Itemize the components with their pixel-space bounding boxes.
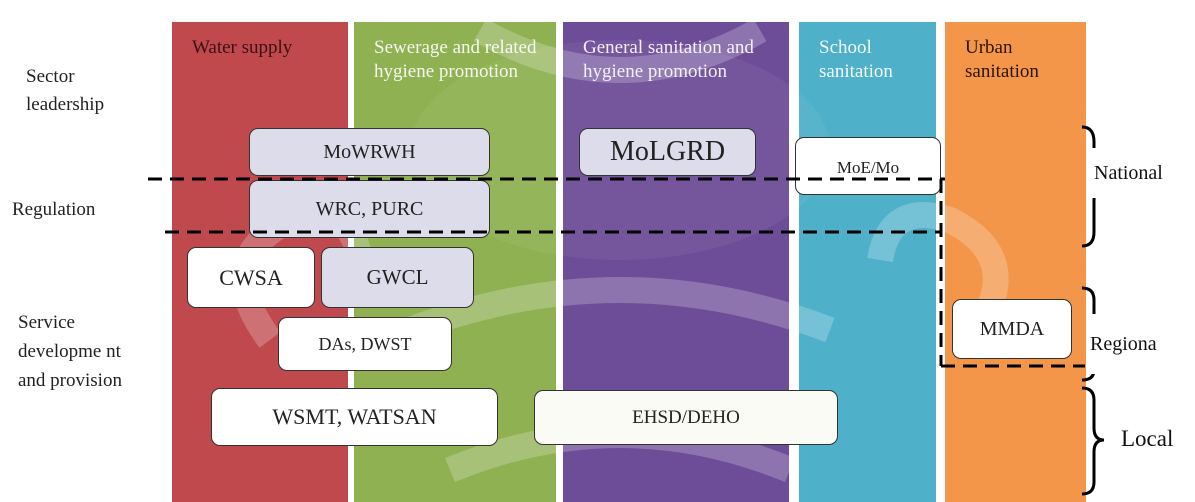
column-title-urban-sanitation: Urban sanitation — [965, 37, 1039, 82]
column-title-sewerage: Sewerage and related hygiene promotion — [374, 37, 537, 82]
box-das-dwst: DAs, DWST — [278, 317, 452, 371]
box-moe: MoE/Mo — [795, 137, 941, 195]
box-mmda: MMDA — [952, 299, 1072, 359]
box-wrc-purc: WRC, PURC — [249, 180, 490, 238]
box-molgrd: MoLGRD — [579, 128, 756, 176]
box-gwcl: GWCL — [321, 247, 474, 308]
column-urban-sanitation: Urban sanitation — [945, 22, 1086, 502]
row-label-regulation: Regulation — [12, 199, 96, 220]
row-label-service-provision: Service developme nt and provision — [18, 312, 122, 391]
column-title-general-sanitation: General sanitation and hygiene promotion — [583, 37, 754, 82]
column-title-school-sanitation: School sanitation — [819, 37, 893, 82]
level-label-regional: Regiona — [1090, 314, 1195, 374]
column-title-water-supply: Water supply — [192, 37, 293, 58]
box-mowrwh: MoWRWH — [249, 128, 490, 176]
level-label-national: National — [1092, 148, 1195, 198]
box-cwsa: CWSA — [187, 247, 315, 308]
level-label-local: Local — [1121, 426, 1174, 451]
row-label-sector-leadership: Sector leadership — [26, 66, 105, 115]
box-wsmt-watsan: WSMT, WATSAN — [211, 388, 498, 446]
box-ehsd-deho: EHSD/DEHO — [534, 390, 838, 445]
